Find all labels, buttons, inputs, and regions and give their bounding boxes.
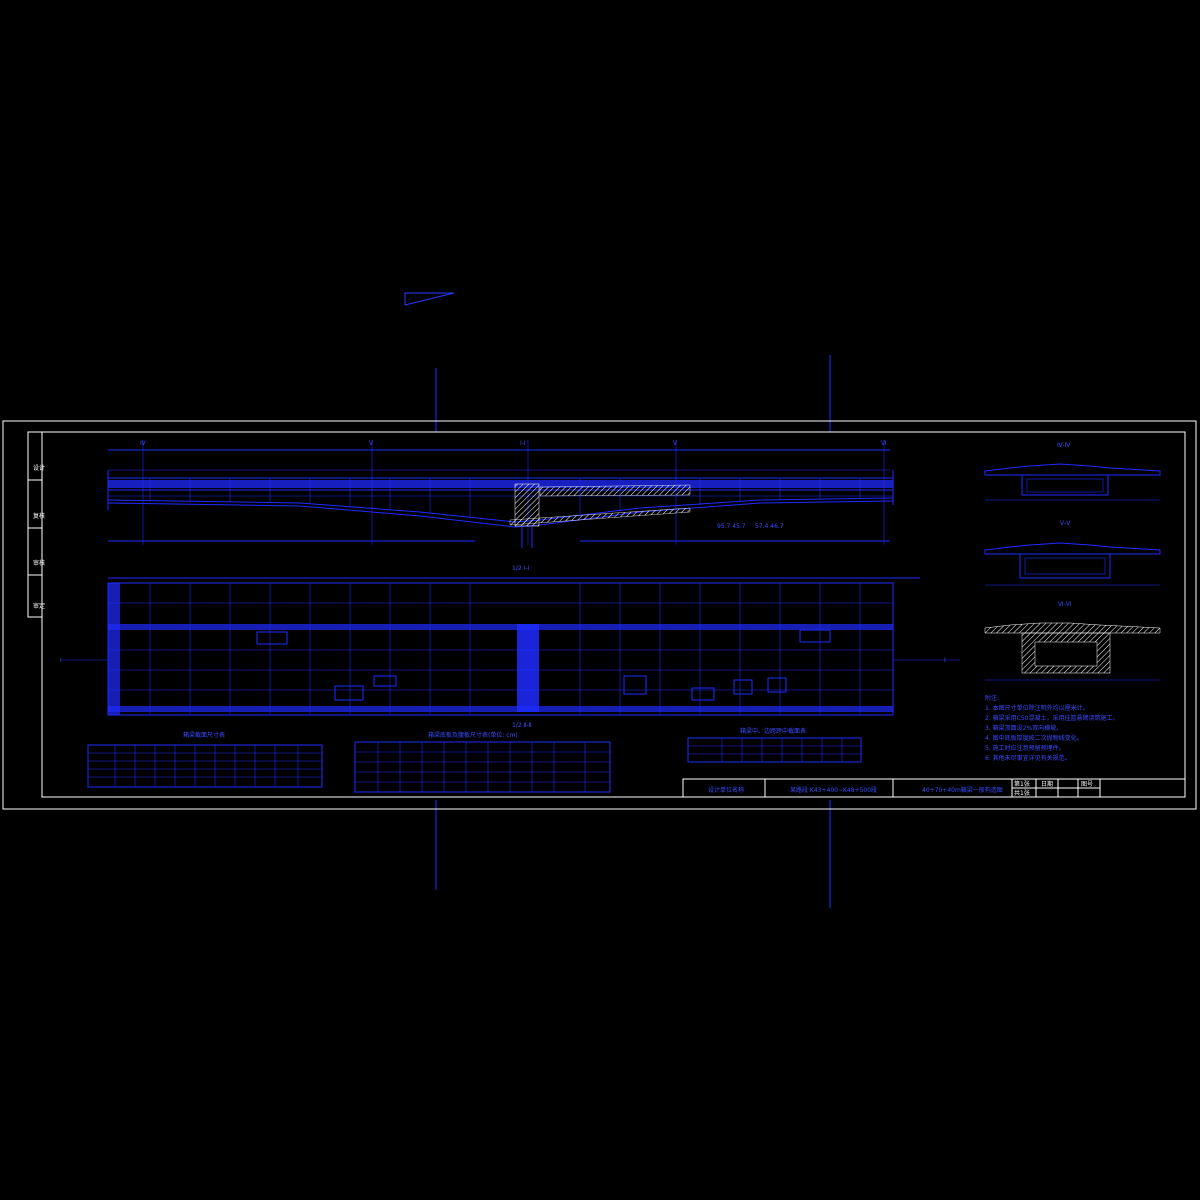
dim-text-right: 57.4 46.7 xyxy=(755,523,784,530)
note-line-4: 4. 图中底板厚度按二次抛物线变化。 xyxy=(985,734,1083,742)
side-cell-check: 复核 xyxy=(33,512,45,520)
section-iv-label: Ⅳ-Ⅳ xyxy=(1057,442,1071,449)
axis-mark-1: Ⅳ xyxy=(140,440,146,447)
note-line-6: 6. 其他未尽事宜详见有关规范。 xyxy=(985,754,1071,762)
side-strip: 设计 复核 审核 审定 xyxy=(27,431,45,618)
table-1: 箱梁截面尺寸表 xyxy=(87,731,323,788)
table-1-title: 箱梁截面尺寸表 xyxy=(183,731,225,739)
plan-label: 1/2 Ⅱ-Ⅱ xyxy=(512,722,532,729)
axis-mark-5: Ⅵ xyxy=(881,440,887,447)
sheet-total: 共1张 xyxy=(1014,789,1030,797)
side-cell-design: 设计 xyxy=(33,464,45,472)
note-line-2: 2. 箱梁采用C50混凝土，采用挂篮悬臂浇筑施工。 xyxy=(985,714,1118,722)
date-label: 日期 xyxy=(1041,780,1053,788)
notes-block: 附注: 1. 本图尺寸单位除注明外均以厘米计。 2. 箱梁采用C50混凝土，采用… xyxy=(985,694,1118,762)
elevation-label: 1/2 Ⅰ-Ⅰ xyxy=(512,565,529,572)
outer-frame xyxy=(2,420,1197,810)
plan-grid xyxy=(108,583,893,715)
segment-ticks xyxy=(149,478,861,518)
axis-mark-4: Ⅴ xyxy=(673,440,678,447)
wedge-symbol xyxy=(404,292,455,306)
plan-axis-left: Ⅰ xyxy=(60,657,62,664)
axis-mark-2: Ⅴ xyxy=(369,440,374,447)
sheet-number: 第1张 xyxy=(1014,780,1030,788)
drawing-title: 40+70+40m箱梁一般构造图 xyxy=(922,786,1003,794)
section-v-label: Ⅴ-Ⅴ xyxy=(1060,520,1071,527)
notes-title: 附注: xyxy=(985,694,999,702)
note-line-3: 3. 箱梁顶面设2%双向横坡。 xyxy=(985,724,1062,732)
plan-view: Ⅰ Ⅰ 1/2 Ⅱ-Ⅱ xyxy=(60,577,960,729)
note-line-5: 5. 施工时应注意预留预埋件。 xyxy=(985,744,1065,752)
cross-section-v: Ⅴ-Ⅴ xyxy=(984,520,1161,586)
title-block: 设计单位名称 某路段 K43+400~K48+500段 40+70+40m箱梁一… xyxy=(682,778,1186,798)
table-3-title: 箱梁中、边跨跨中截面表 xyxy=(740,727,806,735)
dim-text-left: 95.7 45.7 xyxy=(717,523,746,530)
project-name: 某路段 K43+400~K48+500段 xyxy=(790,786,877,794)
plan-axis-right: Ⅰ xyxy=(944,657,946,664)
note-line-1: 1. 本图尺寸单位除注明外均以厘米计。 xyxy=(985,704,1089,712)
cross-section-vi: Ⅵ-Ⅵ xyxy=(984,601,1161,681)
side-cell-approve: 审定 xyxy=(33,602,45,610)
table-3: 箱梁中、边跨跨中截面表 xyxy=(687,727,862,763)
section-vi-label: Ⅵ-Ⅵ xyxy=(1058,601,1071,608)
side-cell-review: 审核 xyxy=(33,559,45,567)
cross-section-iv: Ⅳ-Ⅳ xyxy=(984,442,1161,501)
axis-mark-3: Ⅰ-Ⅰ xyxy=(520,440,526,447)
drawing-no-label: 图号 xyxy=(1081,781,1093,788)
company-name: 设计单位名称 xyxy=(708,786,744,794)
elevation-view: Ⅳ Ⅴ Ⅰ-Ⅰ Ⅴ Ⅵ xyxy=(107,440,894,572)
table-2-title: 箱梁底板及腹板尺寸表(单位: cm) xyxy=(428,731,518,739)
table-2: 箱梁底板及腹板尺寸表(单位: cm) xyxy=(354,731,611,793)
